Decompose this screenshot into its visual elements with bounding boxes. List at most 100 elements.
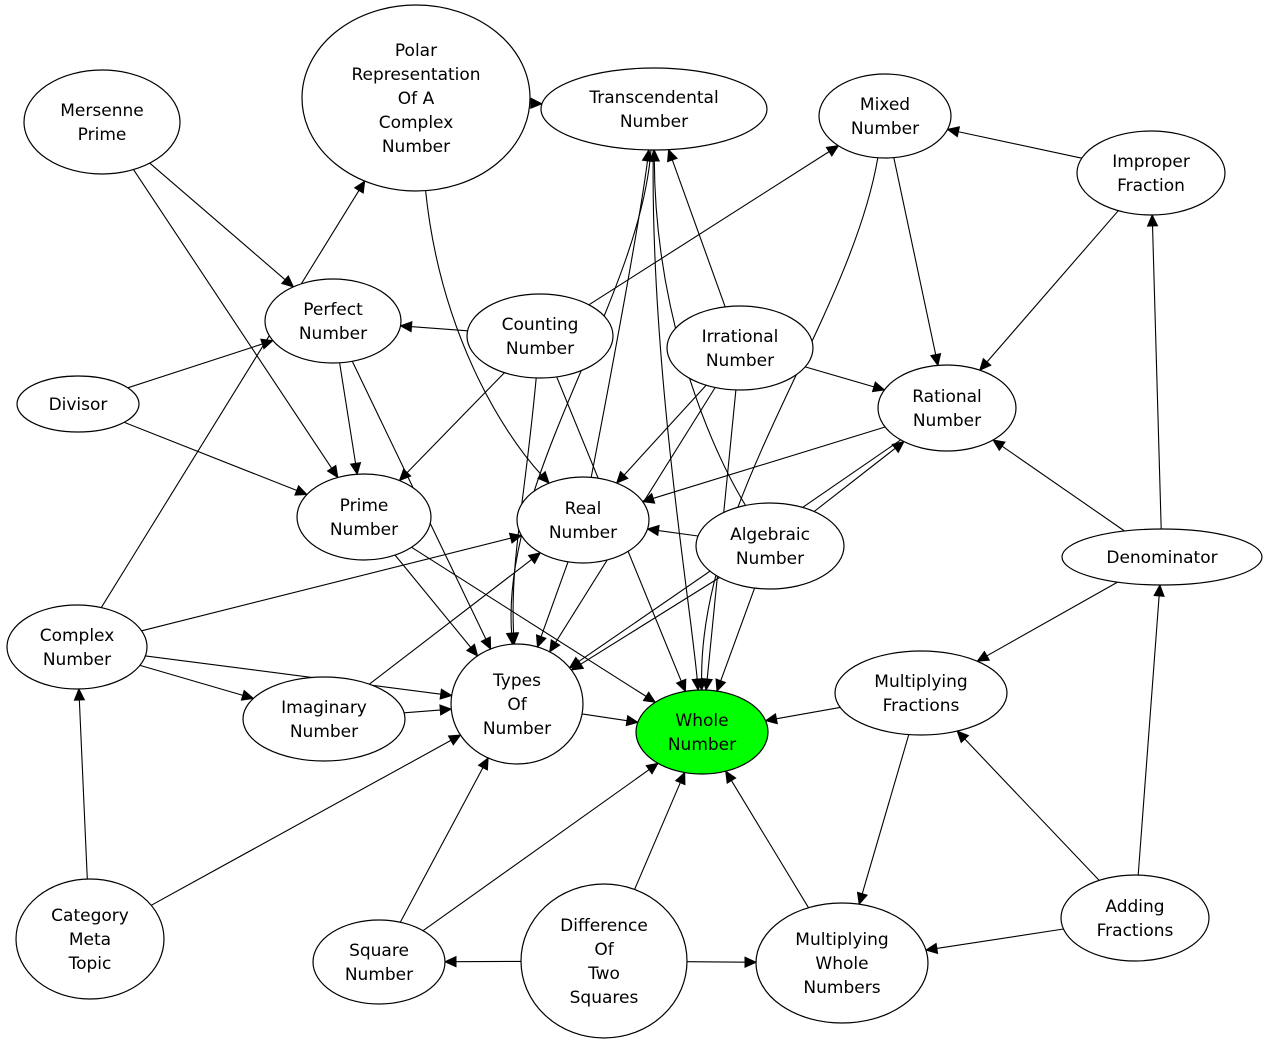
edge-line	[623, 384, 707, 477]
node-ellipse	[1061, 528, 1263, 586]
edge-line	[652, 426, 886, 500]
node-label-line: Prime	[78, 125, 127, 145]
node-label-line: Number	[668, 735, 736, 755]
edge-line	[652, 149, 698, 681]
node-label-line: Algebraic	[730, 525, 810, 545]
edge-line	[145, 655, 442, 695]
arrowhead-icon	[725, 770, 737, 785]
edge-line	[422, 768, 651, 932]
edge-mixed-to-whole	[695, 157, 879, 692]
edge-difference-to-whole	[634, 771, 686, 890]
edge-line	[133, 169, 333, 470]
arrowhead-icon	[764, 712, 778, 725]
node-label-line: Topic	[68, 954, 112, 974]
arrowhead-icon	[648, 148, 661, 162]
edge-line	[123, 421, 298, 492]
edge-mersenne-to-perfect	[149, 162, 295, 288]
edge-irrational-to-transcendental	[667, 148, 726, 308]
edge-polar-to-transcendental	[529, 97, 544, 110]
edge-line	[150, 739, 453, 906]
node-label-line: Fractions	[883, 696, 960, 716]
edge-algebraic-to-types	[570, 577, 720, 671]
arrowhead-icon	[646, 524, 660, 537]
edge-counting-to-perfect	[399, 320, 468, 333]
edge-category-to-complex	[73, 687, 88, 880]
edge-complex-to-types	[145, 655, 453, 700]
edge-line	[963, 737, 1100, 881]
edge-counting-to-prime	[398, 372, 505, 482]
node-label-line: Irrational	[702, 327, 779, 347]
edge-improper-to-rational	[979, 210, 1119, 372]
arrowhead-icon	[508, 532, 523, 544]
node-label-line: Transcendental	[588, 88, 718, 108]
edge-polar-to-real	[425, 190, 550, 484]
edge-line	[813, 447, 897, 512]
node-label-line: Number	[345, 965, 413, 985]
node-ellipse	[877, 364, 1017, 452]
edge-line	[775, 706, 841, 720]
edge-line	[141, 537, 512, 632]
arrowhead-icon	[976, 650, 991, 662]
edge-square-to-types	[399, 756, 489, 923]
edge-mersenne-to-prime	[133, 169, 339, 479]
edge-line	[805, 366, 875, 388]
arrowhead-icon	[570, 659, 585, 671]
edge-algebraic-to-rational	[813, 440, 905, 512]
edge-real-to-types	[535, 561, 569, 649]
node-ellipse	[695, 502, 845, 590]
arrowhead-icon	[871, 381, 886, 393]
edge-imaginary-to-types	[404, 704, 453, 716]
edge-line	[861, 734, 910, 895]
node-divisor: Divisor	[16, 375, 140, 433]
node-label-line: Two	[587, 964, 620, 984]
edge-difference-to-multwhole	[686, 956, 758, 968]
arrowhead-icon	[527, 552, 542, 565]
node-ellipse	[635, 689, 769, 775]
node-ellipse	[16, 375, 140, 433]
edge-line	[425, 190, 543, 477]
node-label-line: Whole	[675, 711, 728, 731]
edge-square-to-whole	[422, 762, 659, 932]
arrowhead-icon	[641, 492, 656, 504]
arrowhead-icon	[349, 461, 362, 476]
edge-divisor-to-prime	[123, 421, 309, 496]
edge-line	[127, 343, 264, 389]
edge-line	[719, 587, 756, 682]
node-label-line: Squares	[570, 988, 639, 1008]
edge-imaginary-to-real	[368, 552, 542, 685]
arrowhead-icon	[530, 97, 544, 110]
arrowhead-icon	[465, 643, 479, 657]
node-label-line: Complex	[40, 626, 115, 646]
node-label-line: Fractions	[1097, 921, 1174, 941]
edge-adding-to-multfrac	[956, 730, 1100, 881]
node-label-line: Whole	[815, 954, 868, 974]
edge-line	[957, 130, 1082, 159]
arrowhead-icon	[353, 180, 366, 194]
arrowhead-icon	[398, 468, 412, 482]
node-label-line: Number	[706, 351, 774, 371]
node-ellipse	[834, 650, 1008, 736]
arrowhead-icon	[240, 689, 255, 701]
edge-denominator-to-multfrac	[976, 581, 1118, 662]
arrowhead-icon	[439, 688, 453, 700]
edge-layer	[73, 97, 1165, 968]
arrowhead-icon	[326, 464, 339, 479]
node-ellipse	[301, 4, 531, 192]
edge-difference-to-square	[443, 955, 522, 968]
arrowhead-icon	[825, 145, 840, 157]
arrowhead-icon	[642, 691, 657, 703]
arrowhead-icon	[675, 678, 687, 693]
edge-multwhole-to-whole	[725, 770, 809, 908]
